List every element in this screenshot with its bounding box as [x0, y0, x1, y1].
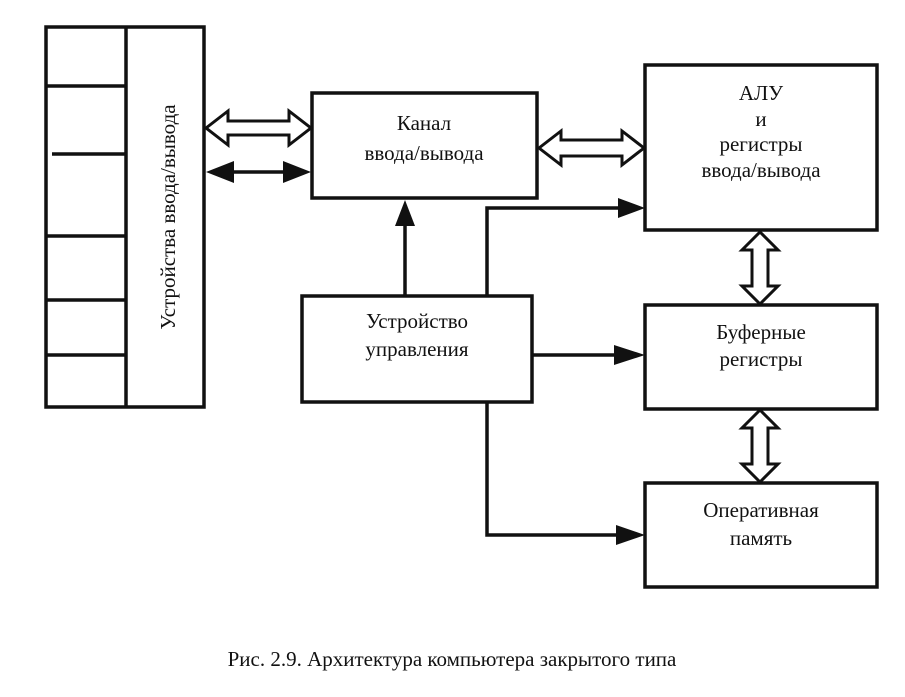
arrowhead-to-channel [395, 200, 415, 226]
control-to-ram-line [485, 402, 620, 537]
alu-label-line1: АЛУ [739, 81, 783, 105]
arrowhead-to-ram [616, 525, 645, 545]
buffer-registers-label-line1: Буферные [716, 320, 806, 344]
alu-label-line4: ввода/вывода [701, 158, 821, 182]
arrowhead-io-left [206, 161, 234, 183]
alu-label-line2: и [755, 107, 766, 131]
bus-arrow-buffer-ram [738, 407, 782, 485]
arrowhead-to-alu [618, 198, 645, 218]
arrowhead-to-buffer [614, 345, 645, 365]
control-unit-label-line2: управления [365, 337, 468, 361]
buffer-registers-block [643, 303, 879, 411]
buffer-registers-label-line2: регистры [719, 347, 802, 371]
control-to-alu-line [485, 206, 620, 296]
bus-arrow-channel-alu [536, 127, 647, 169]
channel-label-line2: ввода/вывода [364, 141, 484, 165]
io-devices-label: Устройства ввода/вывода [156, 104, 180, 330]
control-unit-block [300, 294, 534, 404]
bus-arrow-io-channel [203, 107, 314, 149]
alu-block [643, 63, 879, 232]
ram-block [643, 481, 879, 589]
ram-label-line2: память [730, 526, 792, 550]
arrowhead-io-right [283, 161, 311, 183]
channel-block [310, 91, 539, 200]
bus-arrow-alu-buffer [738, 229, 782, 307]
figure-caption: Рис. 2.9. Архитектура компьютера закрыто… [228, 647, 677, 671]
ram-label-line1: Оперативная [703, 498, 819, 522]
channel-label-line1: Канал [397, 111, 451, 135]
control-unit-label-line1: Устройство [366, 309, 468, 333]
alu-label-line3: регистры [719, 132, 802, 156]
